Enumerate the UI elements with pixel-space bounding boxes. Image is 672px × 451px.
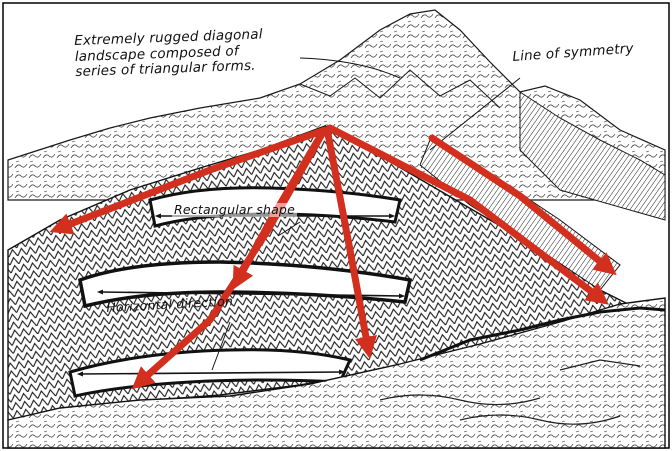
rectangle-annotation: Rectangular shape [172,203,297,217]
landscape-annotation: Extremely rugged diagonal landscape comp… [74,27,264,80]
